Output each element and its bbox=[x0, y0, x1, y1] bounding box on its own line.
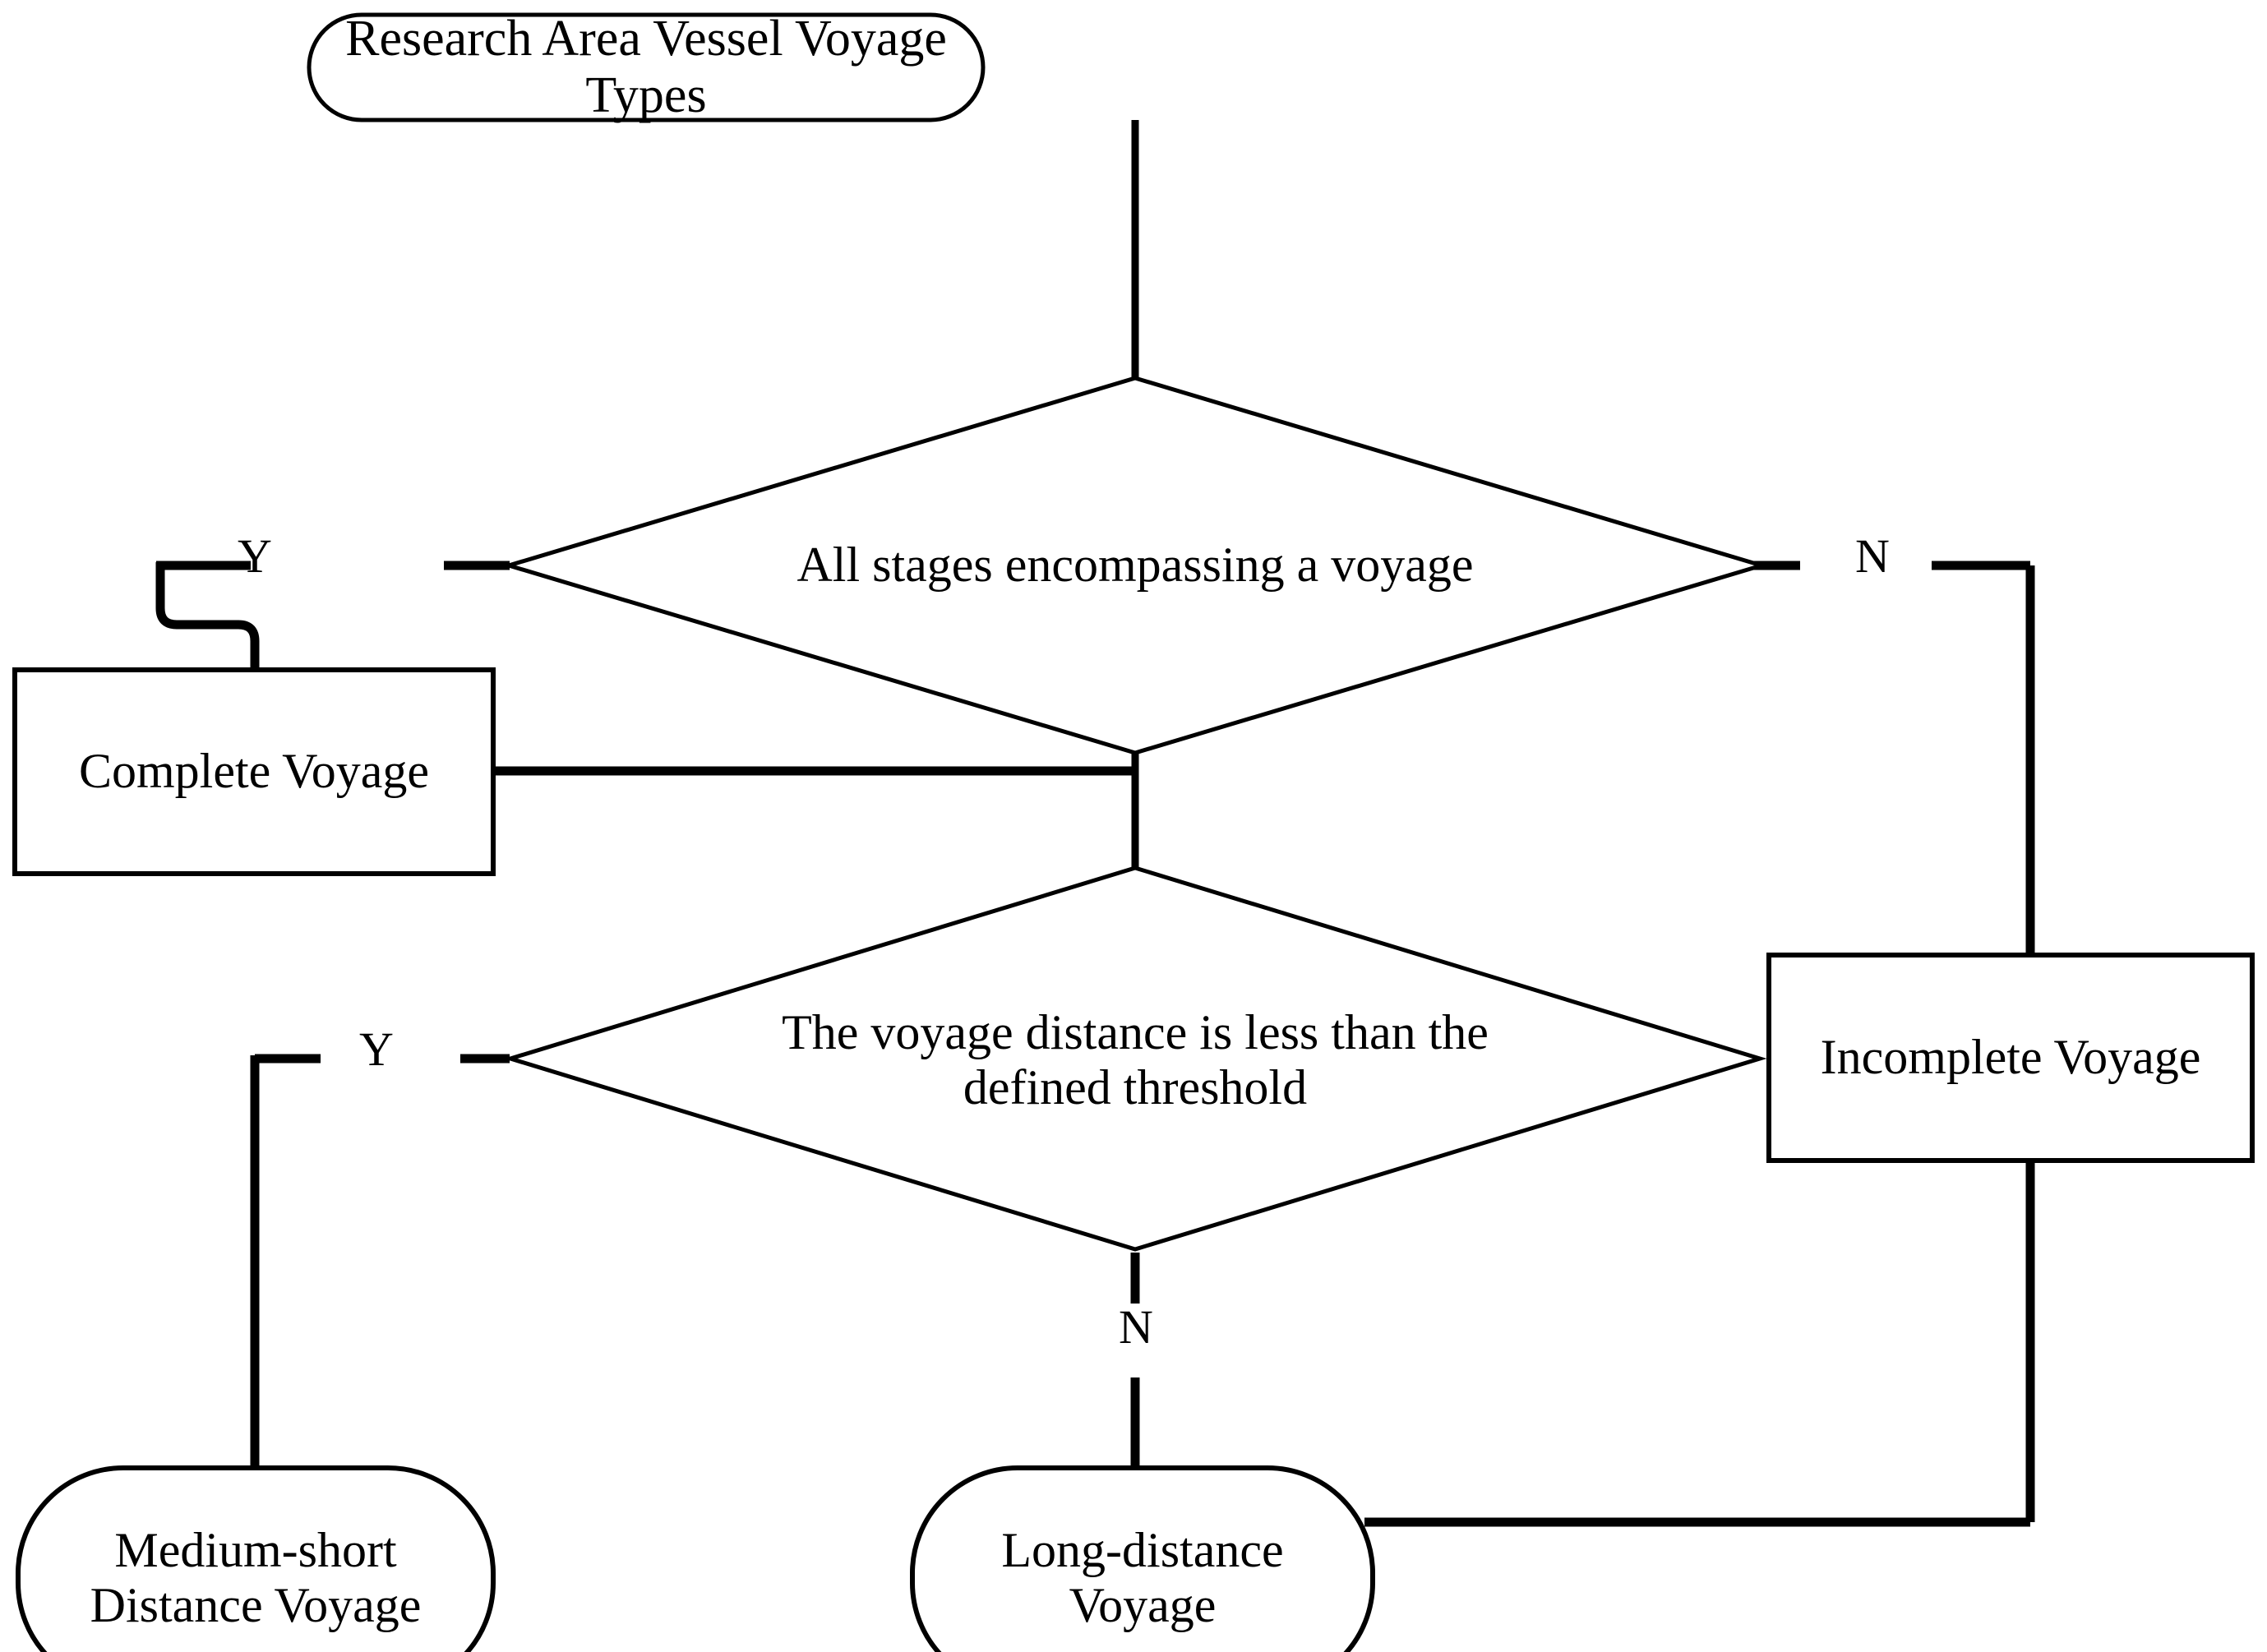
edge-decision1-yes-elbow bbox=[155, 562, 260, 672]
medium-short-voyage-shape[interactable] bbox=[16, 1465, 496, 1652]
incomplete-voyage-shape[interactable] bbox=[1766, 953, 2255, 1163]
branch-label-yes-1: Y bbox=[238, 529, 272, 583]
branch-label-yes-2: Y bbox=[359, 1022, 394, 1076]
start-node-shape[interactable] bbox=[307, 12, 986, 122]
branch-label-no-2: N bbox=[1119, 1300, 1153, 1354]
node-shape-layer bbox=[12, 12, 2255, 1652]
long-distance-voyage-shape[interactable] bbox=[910, 1465, 1375, 1652]
complete-voyage-shape[interactable] bbox=[12, 667, 496, 876]
branch-label-no-1: N bbox=[1855, 529, 1890, 583]
decision-all-stages-shape[interactable] bbox=[501, 376, 1769, 755]
decision-distance-shape[interactable] bbox=[503, 865, 1767, 1252]
